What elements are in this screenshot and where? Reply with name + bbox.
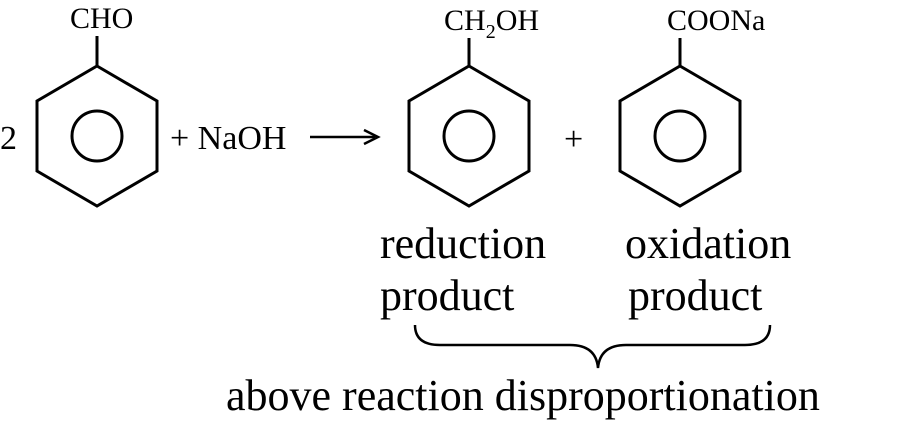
reaction-arrow: [310, 128, 381, 146]
conclusion-text: above reaction disproportionation: [226, 371, 820, 420]
plus-sign: +: [564, 121, 583, 158]
benzene-ring: [407, 64, 531, 208]
aromatic-circle: [442, 109, 496, 163]
benzene-ring: [35, 64, 159, 208]
reduction-product-label: product: [380, 271, 514, 320]
plus-naoh: + NaOH: [170, 120, 286, 157]
sodium-benzoate-structure: COONa: [618, 4, 765, 208]
coefficient: 2: [0, 120, 17, 157]
coona-group: COONa: [667, 4, 765, 37]
benzaldehyde-structure: CHO: [35, 2, 159, 208]
oxidation-product-label: product: [628, 271, 762, 320]
oxidation-label: oxidation: [625, 219, 791, 268]
curly-brace: [413, 324, 772, 369]
aromatic-circle: [653, 109, 707, 163]
cho-group: CHO: [70, 2, 133, 35]
reduction-label: reduction: [380, 219, 546, 268]
aromatic-circle: [70, 109, 124, 163]
benzene-ring: [618, 64, 742, 208]
benzyl-alcohol-structure: CH2OH: [407, 4, 539, 208]
ch2oh-group: CH2OH: [444, 4, 539, 43]
